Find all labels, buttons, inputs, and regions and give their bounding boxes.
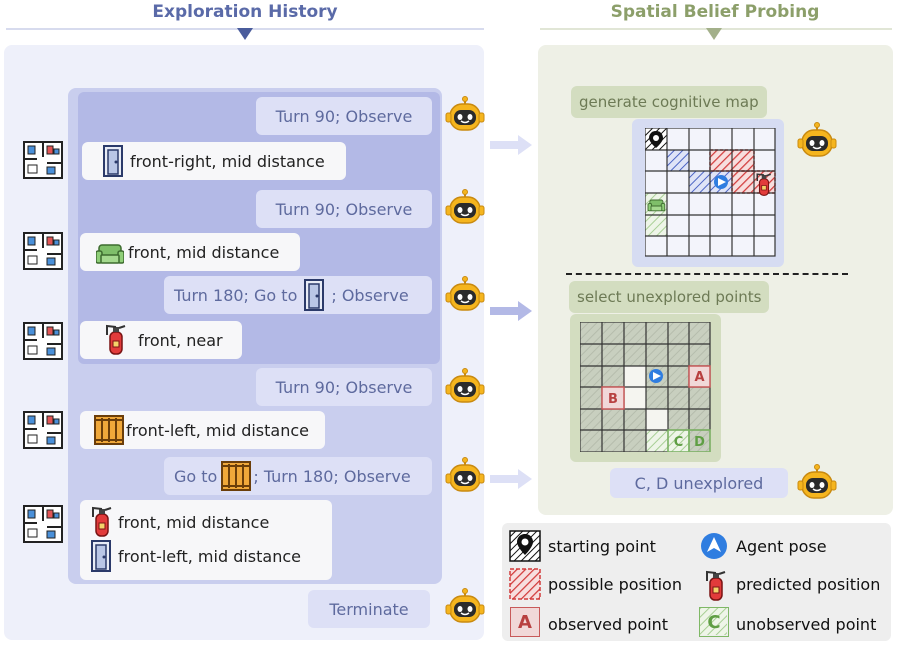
action-go-to-crate: Go to ; Turn 180; Observe [164,457,432,495]
robot-agent-icon [445,368,485,403]
cognitive-map-grid [645,128,776,257]
point-a-label: A [694,370,704,385]
fire-extinguisher-icon [106,325,126,355]
agent-pose-icon [649,369,663,383]
observation-text: front, near [138,330,223,350]
predicted-position-legend-icon [706,571,726,601]
flow-arrow-icon [490,469,532,489]
robot-agent-icon [797,122,837,157]
door-icon [103,145,123,177]
observation-text: front-left, mid distance [126,420,309,440]
task-select-unexplored-points: select unexplored points [569,281,770,313]
door-icon [91,540,111,572]
point-d-marker [688,429,711,452]
legend-possible-position-label: possible position [548,575,682,594]
starting-point-pin-icon [649,131,663,148]
legend-agent-pose-label: Agent pose [736,537,827,556]
observation-multi: front, mid distance front-left, mid dist… [80,500,332,580]
history-band-inner [78,92,440,364]
legend-observed-point-label: observed point [548,615,669,634]
observation-extinguisher-front-near: front, near [80,321,242,359]
task-generate-cognitive-map: generate cognitive map [571,86,767,118]
flow-arrow-icon [490,135,532,155]
observation-extinguisher-row: front, mid distance [90,506,322,538]
agent-pose-legend-icon [701,533,727,559]
robot-agent-icon [445,276,485,311]
left-header-arrow-icon [237,28,253,40]
legend: starting point Agent pose possible posit… [502,523,891,641]
action-turn-90-observe-2: Turn 90; Observe [256,190,432,228]
door-icon [304,279,325,311]
action-text: Turn 90; Observe [275,377,413,397]
unobserved-point-legend-icon: C [699,607,729,637]
action-text: Terminate [329,599,409,619]
observation-text: front, mid distance [118,512,270,532]
point-d-label: D [694,435,705,450]
floorplan-map-icon [23,411,63,449]
terminate-action: Terminate [308,590,430,628]
robot-agent-icon [445,189,485,224]
action-text: ; Turn 180; Observe [253,466,411,486]
starting-point-legend-icon [509,530,541,562]
exploration-history-title: Exploration History [152,2,338,22]
crate-icon [221,461,252,491]
legend-starting-point-label: starting point [548,537,656,556]
possible-position-legend-icon [509,568,541,600]
observed-point-legend-icon: A [510,607,540,637]
observation-crate-front-left: front-left, mid distance [80,411,325,449]
floorplan-map-icon [23,232,63,270]
flow-arrow-icon [490,301,532,321]
unexplored-points-grid: A B C D [580,322,711,452]
legend-letter: A [518,611,532,633]
crate-icon [94,415,124,445]
legend-predicted-position-label: predicted position [736,575,881,594]
point-c-label: C [674,435,684,450]
floorplan-map-icon [23,322,63,360]
right-header-arrow-icon [706,28,722,40]
robot-agent-icon [445,588,485,623]
action-text: ; Observe [331,285,409,305]
floorplan-map-icon [23,141,63,179]
section-divider [566,273,848,275]
action-turn-90-observe-1: Turn 90; Observe [256,97,432,135]
observation-text: front, mid distance [128,242,280,262]
legend-unobserved-point-label: unobserved point [736,615,877,634]
floorplan-map-icon [23,505,63,543]
sofa-icon [647,199,666,212]
action-text: Turn 180; Go to [174,285,298,305]
answer-bubble: C, D unexplored [610,468,788,498]
fire-extinguisher-icon [92,507,112,537]
legend-letter: C [707,611,721,633]
observation-door-front-right: front-right, mid distance [82,142,346,180]
sofa-icon [96,244,124,264]
spatial-belief-probing-title: Spatial Belief Probing [610,2,820,22]
observation-text: front-left, mid distance [118,546,301,566]
agent-pose-icon [714,175,728,189]
observation-door-row: front-left, mid distance [90,538,322,574]
robot-agent-icon [445,96,485,131]
point-a-marker [688,365,711,388]
action-turn-90-observe-3: Turn 90; Observe [256,368,432,406]
robot-agent-icon [445,457,485,492]
action-text: Go to [174,466,218,486]
action-turn-180-go-to-door: Turn 180; Go to ; Observe [164,276,432,314]
point-b-label: B [608,392,618,407]
point-b-marker [601,386,625,410]
action-text: Turn 90; Observe [275,199,413,219]
action-text: Turn 90; Observe [275,106,413,126]
robot-agent-icon [797,464,837,499]
observation-sofa-front: front, mid distance [80,233,300,271]
observation-text: front-right, mid distance [130,151,325,171]
